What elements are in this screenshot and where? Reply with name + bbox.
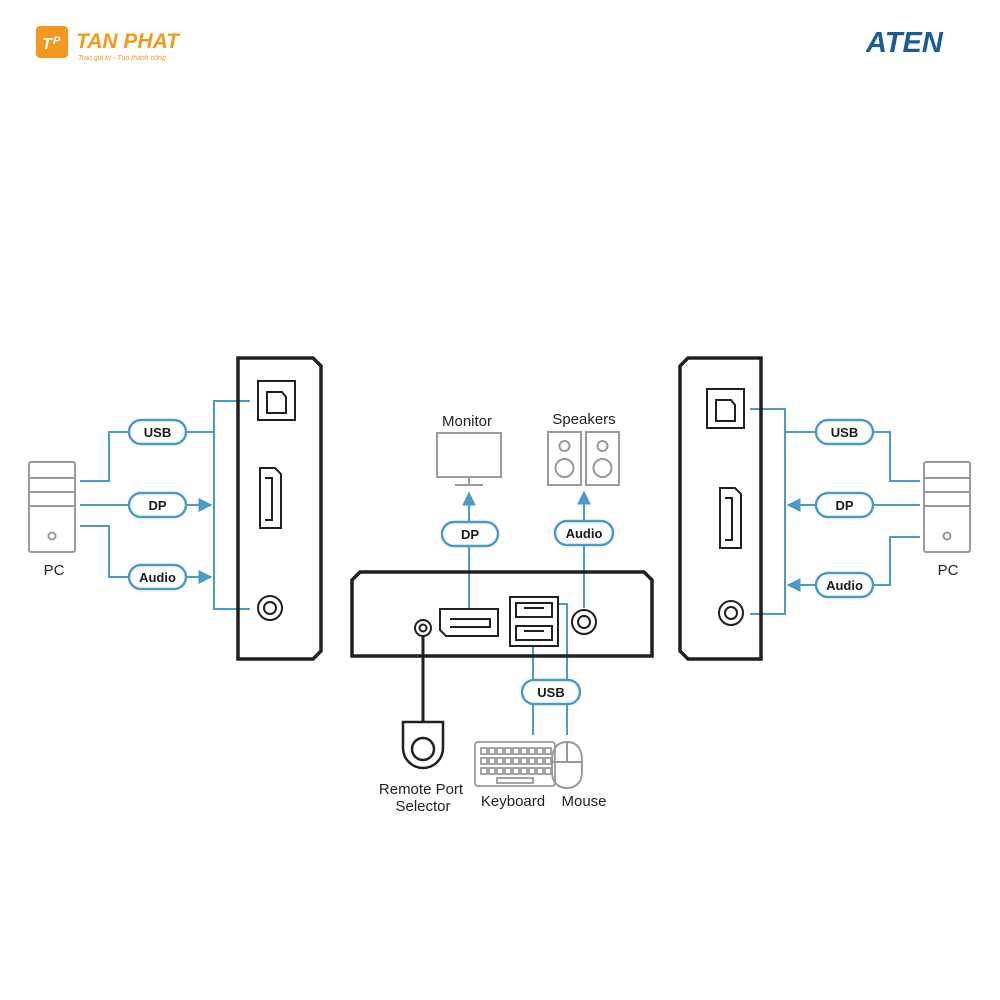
remote-port-jack-icon [414,619,432,637]
remote-label-line1: Remote Port [379,781,464,798]
svg-text:USB: USB [831,425,858,440]
right-usb-pill: USB [814,418,875,446]
mouse-icon [551,740,583,790]
displayport-icon [439,608,499,637]
keyboard-key [504,767,512,775]
right-dp-pill: DP [814,491,875,519]
keyboard-key [504,747,512,755]
left-usb-pill: USB [127,418,188,446]
right-audio-pill: Audio [814,571,875,599]
keyboard-key [520,747,528,755]
tanphat-logo-mark [36,26,68,58]
keyboard-key [488,767,496,775]
audio-jack-icon [571,609,597,635]
keyboard-key [528,757,536,765]
keyboard-icon [474,741,556,787]
keyboard-spacebar [496,777,534,784]
tanphat-logo: T P TAN PHAT Trao giá trị - Tạo thành cô… [36,26,181,62]
keyboard-key [512,757,520,765]
keyboard-key [496,767,504,775]
right-pc-icon [923,461,971,553]
aten-name: ATEN [865,27,944,59]
left-pc-label: PC [44,562,65,579]
svg-text:Audio: Audio [566,526,603,541]
keyboard-key [528,747,536,755]
keyboard-key [504,757,512,765]
keyboard-key [528,767,536,775]
remote-label-line2: Selector [395,798,450,815]
svg-text:DP: DP [148,498,166,513]
keyboard-key [496,747,504,755]
svg-text:USB: USB [537,685,564,700]
keyboard-key [512,767,520,775]
right-pc-label: PC [938,562,959,579]
svg-text:DP: DP [461,527,479,542]
keyboard-key [480,757,488,765]
audio-jack-icon [257,595,283,621]
keyboard-key [536,767,544,775]
monitor-icon [436,432,502,486]
remote-port-selector-icon [401,720,445,770]
left-audio-pill: Audio [127,563,188,591]
tanphat-name: TAN PHAT [76,30,181,53]
svg-text:Audio: Audio [826,578,863,593]
keyboard-key [488,747,496,755]
tanphat-tagline: Trao giá trị - Tạo thành công [78,55,166,62]
speakers-label: Speakers [552,411,615,428]
svg-text:Audio: Audio [139,570,176,585]
console-kvm-panel [350,570,654,658]
left-pc-icon [28,461,76,553]
keyboard-key [544,747,552,755]
left-dp-pill: DP [127,491,188,519]
usb-b-port-icon [706,388,745,429]
keyboard-key [480,747,488,755]
console-audio-pill: Audio [553,519,615,547]
keyboard-label: Keyboard [481,793,545,810]
svg-text:USB: USB [144,425,171,440]
mouse-label: Mouse [561,793,606,810]
monitor-label: Monitor [442,413,492,430]
console-usb-pill: USB [520,678,582,706]
keyboard-key [480,767,488,775]
svg-text:T: T [42,36,53,53]
keyboard-key [488,757,496,765]
aten-logo: ATEN [865,27,944,59]
right-kvm-panel [678,356,763,661]
keyboard-key [536,747,544,755]
keyboard-key [512,747,520,755]
usb-b-port-icon [257,380,296,421]
keyboard-key [496,757,504,765]
svg-text:P: P [53,35,61,47]
svg-text:DP: DP [835,498,853,513]
keyboard-key [544,767,552,775]
usb-a-ports-icon [509,596,559,647]
keyboard-key [520,767,528,775]
console-dp-pill: DP [440,520,500,548]
keyboard-key [544,757,552,765]
left-kvm-panel [236,356,323,661]
keyboard-key [536,757,544,765]
displayport-icon [259,467,282,529]
speakers-icon [547,431,620,486]
displayport-icon [719,487,742,549]
keyboard-key [520,757,528,765]
audio-jack-icon [718,600,744,626]
